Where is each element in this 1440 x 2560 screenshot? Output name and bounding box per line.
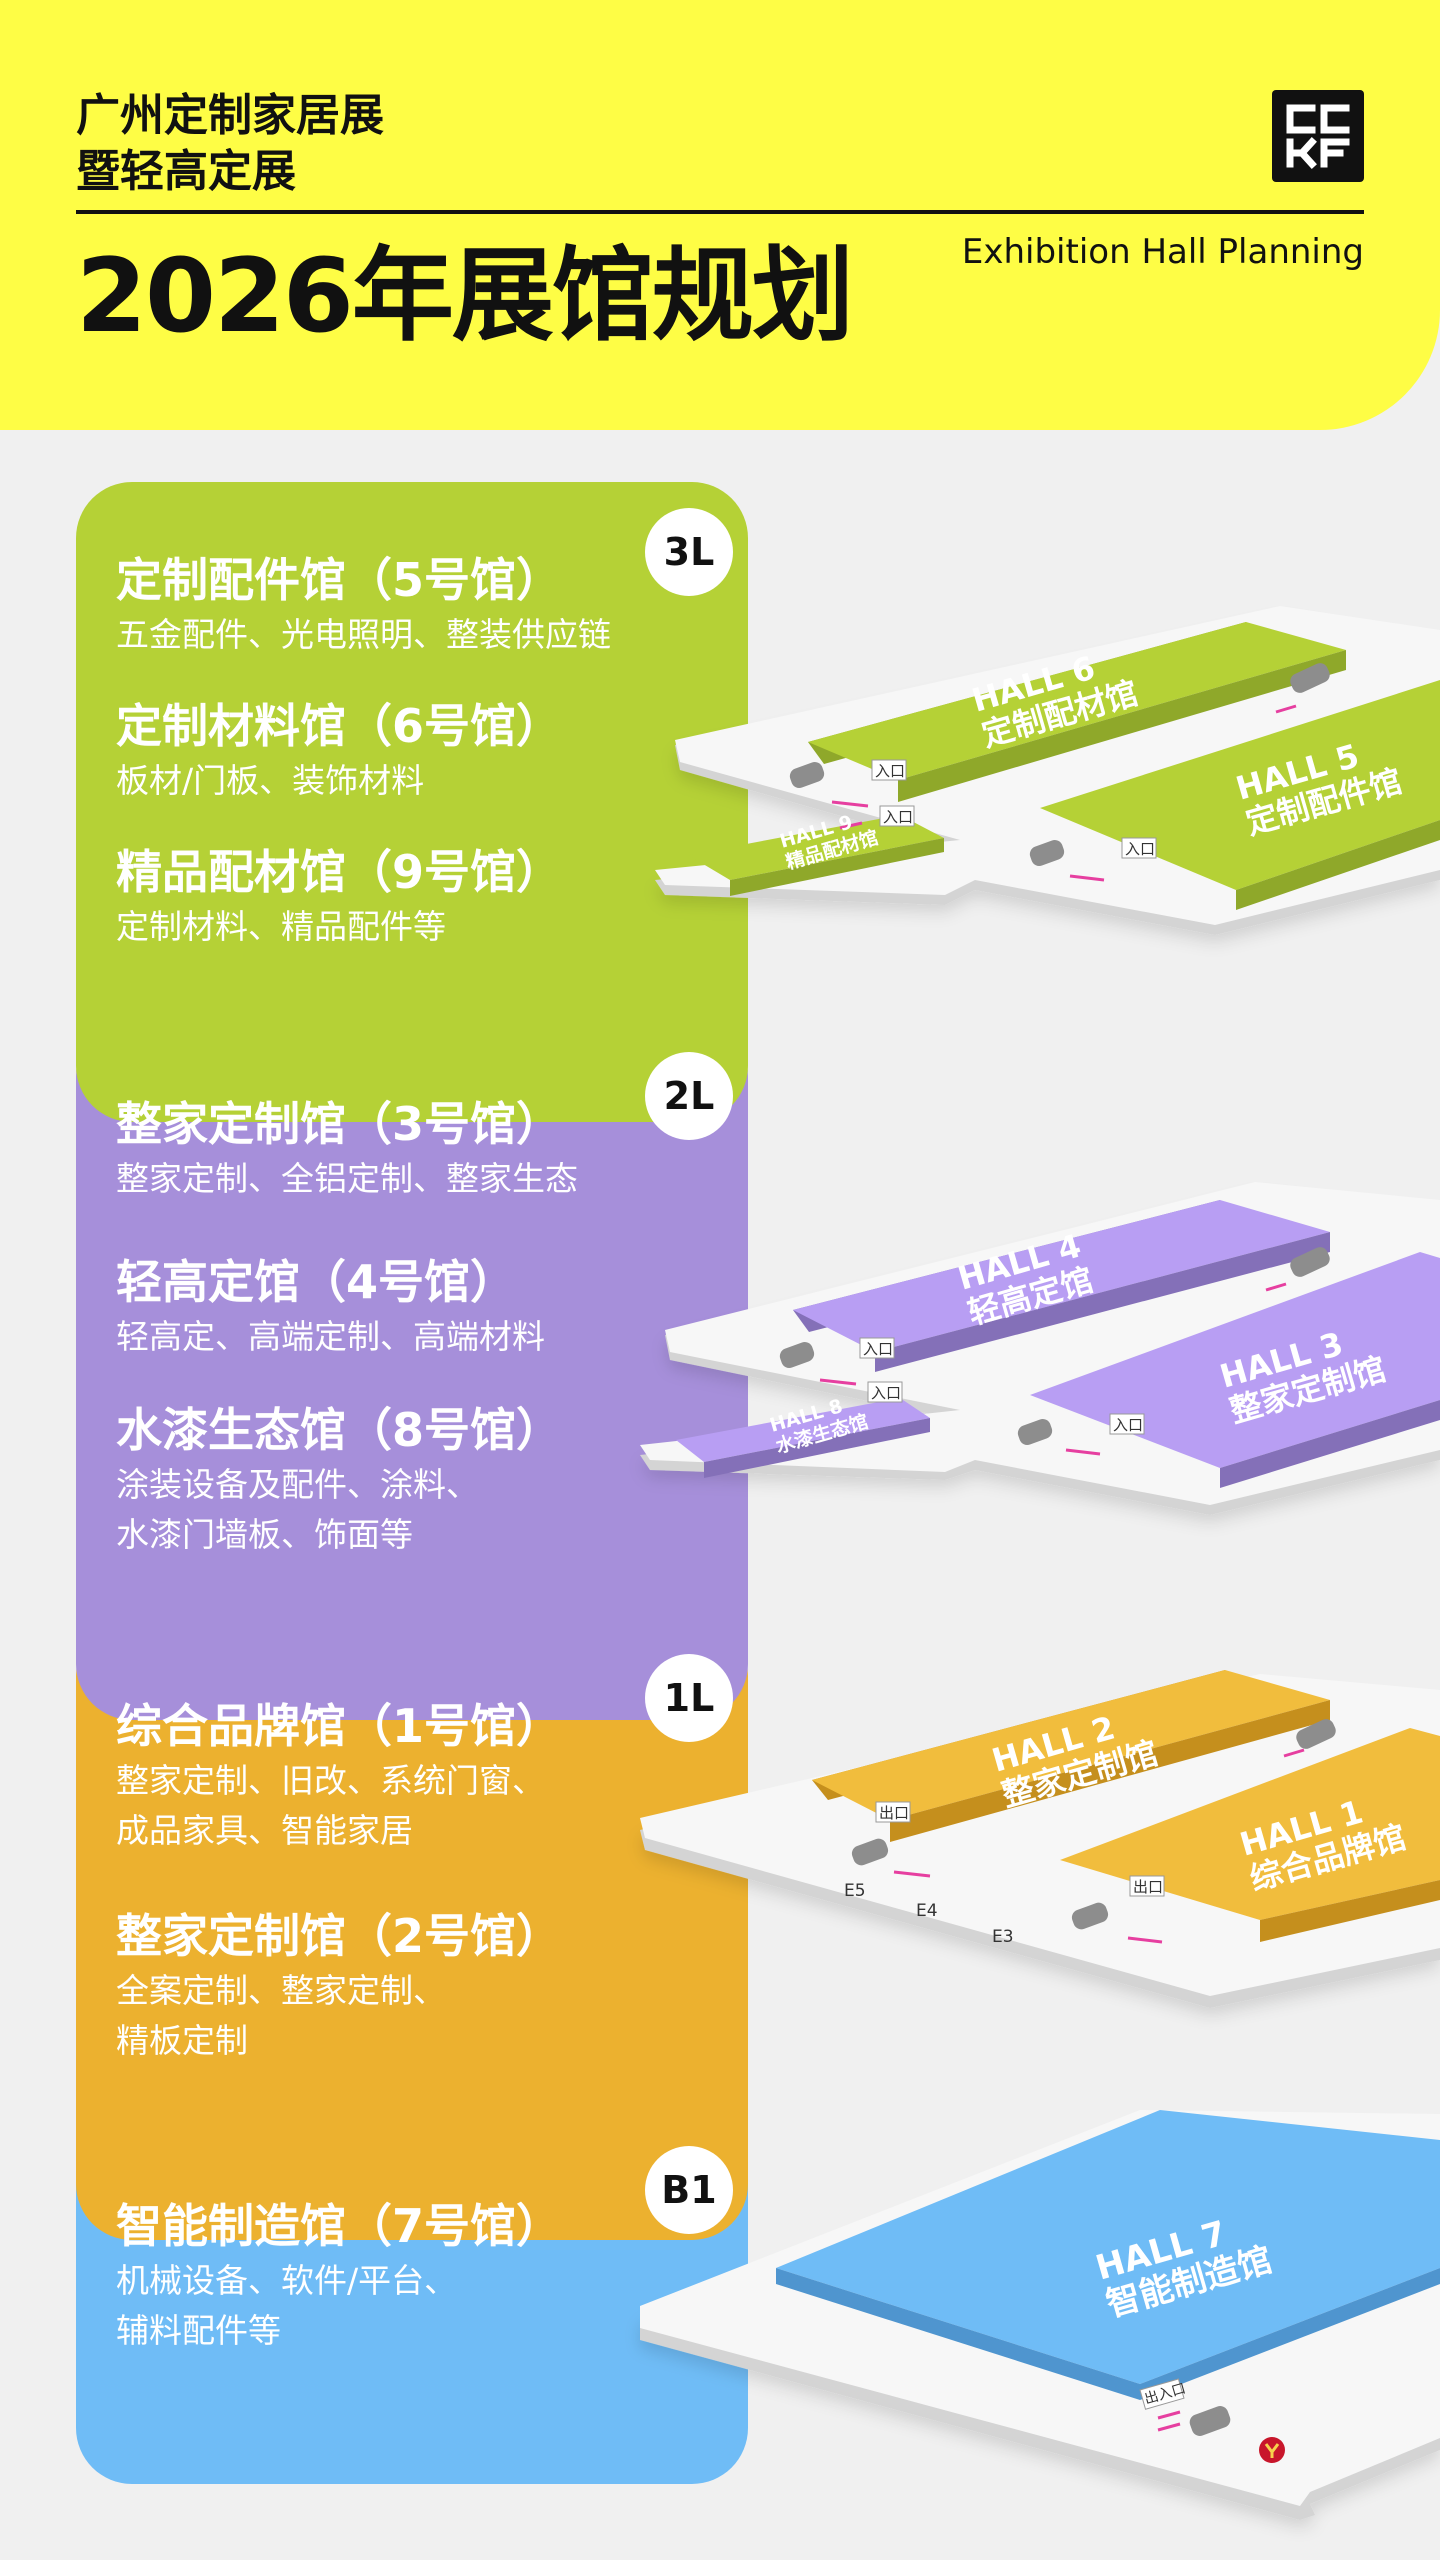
entrance-label-3l-b: 入口 (883, 808, 913, 826)
entrance-label-2l-b: 入口 (871, 1384, 901, 1402)
panel-3l (76, 482, 748, 1122)
hall-4-desc: 轻高定、高端定制、高端材料 (116, 1317, 545, 1356)
hall-6-info: 定制材料馆（6号馆） 板材/门板、装饰材料 (116, 696, 562, 806)
hall-9-info: 精品配材馆（9号馆） 定制材料、精品配件等 (116, 842, 562, 952)
hall-8-desc: 涂装设备及配件、涂料、 水漆门墙板、饰面等 (116, 1465, 479, 1554)
panel-2l (76, 1020, 748, 1720)
brand-line-1: 广州定制家居展 (76, 90, 384, 141)
header-banner: 广州定制家居展 暨轻高定展 2026年展馆规划 Exhibition Hall … (0, 0, 1440, 430)
hall-8-block (676, 1398, 930, 1462)
entrance-label-3l-a: 入口 (875, 762, 905, 780)
page-title: 2026年展馆规划 (76, 237, 854, 356)
entrance-label-2l-c: 入口 (1113, 1416, 1143, 1434)
cckf-logo-mark (1286, 104, 1350, 169)
gate-e5: E5 (844, 1881, 866, 1901)
hall-2-info: 整家定制馆（2号馆） 全案定制、整家定制、 精板定制 (116, 1906, 562, 2066)
hall-5-desc: 五金配件、光电照明、整装供应链 (116, 615, 611, 654)
hall-1-desc: 整家定制、旧改、系统门窗、 成品家具、智能家居 (116, 1761, 545, 1850)
level-badge-b1: B1 (645, 2146, 733, 2234)
level-badge-3l: 3L (645, 508, 733, 596)
hall-2-name: 整家定制馆（2号馆） (116, 1909, 563, 1963)
gate-e3: E3 (992, 1927, 1014, 1947)
hall-8-info: 水漆生态馆（8号馆） 涂装设备及配件、涂料、 水漆门墙板、饰面等 (116, 1400, 562, 1560)
page-subtitle: Exhibition Hall Planning (961, 232, 1364, 272)
hall-9-block (688, 815, 944, 880)
hall-2-block (812, 1670, 1330, 1820)
hall-7-info: 智能制造馆（7号馆） 机械设备、软件/平台、 辅料配件等 (116, 2196, 562, 2356)
floor-3l-map (655, 606, 1440, 935)
hall-3-desc: 整家定制、全铝定制、整家生态 (116, 1159, 578, 1198)
exit-label-1l-b: 出口 (1133, 1878, 1163, 1896)
exit-label-1l-a: 出口 (879, 1804, 909, 1822)
hall-4-info: 轻高定馆（4号馆） 轻高定、高端定制、高端材料 (116, 1252, 545, 1362)
hall-1-block (1060, 1728, 1440, 1920)
floor-b1-map (640, 2110, 1440, 2520)
hall-9-name: 精品配材馆（9号馆） (116, 845, 563, 899)
brand-line-2: 暨轻高定展 (76, 146, 296, 197)
hall-7-name: 智能制造馆（7号馆） (116, 2199, 563, 2253)
hall-7-desc: 机械设备、软件/平台、 辅料配件等 (116, 2261, 458, 2350)
hall-6-name: 定制材料馆（6号馆） (116, 699, 563, 753)
hall-5-name: 定制配件馆（5号馆） (116, 553, 563, 607)
hall-4-name: 轻高定馆（4号馆） (116, 1255, 517, 1309)
cckf-logo (1272, 90, 1364, 182)
hall-3-name: 整家定制馆（3号馆） (116, 1097, 563, 1151)
hall-7-block (776, 2110, 1440, 2384)
level-badge-2l: 2L (645, 1052, 733, 1140)
hall-2-desc: 全案定制、整家定制、 精板定制 (116, 1971, 446, 2060)
panel-1l (76, 1620, 748, 2240)
hall-6-block (808, 622, 1346, 780)
hall-3-info: 整家定制馆（3号馆） 整家定制、全铝定制、整家生态 (116, 1094, 578, 1204)
hall-1-name: 综合品牌馆（1号馆） (116, 1699, 563, 1753)
hall-6-desc: 板材/门板、装饰材料 (116, 761, 425, 800)
hall-8-name: 水漆生态馆（8号馆） (116, 1403, 563, 1457)
brand-name: 广州定制家居展 暨轻高定展 (76, 88, 384, 200)
floor-1l-map (640, 1670, 1440, 2008)
entrance-label-2l-a: 入口 (863, 1340, 893, 1358)
header-divider (76, 210, 1364, 214)
hall-1-info: 综合品牌馆（1号馆） 整家定制、旧改、系统门窗、 成品家具、智能家居 (116, 1696, 562, 1856)
level-badge-1l: 1L (645, 1654, 733, 1742)
entrance-label-3l-c: 入口 (1125, 840, 1155, 858)
hall-5-info: 定制配件馆（5号馆） 五金配件、光电照明、整装供应链 (116, 550, 611, 660)
hall-4-block (793, 1200, 1330, 1352)
hall-9-desc: 定制材料、精品配件等 (116, 907, 446, 946)
gate-e4: E4 (916, 1901, 938, 1921)
